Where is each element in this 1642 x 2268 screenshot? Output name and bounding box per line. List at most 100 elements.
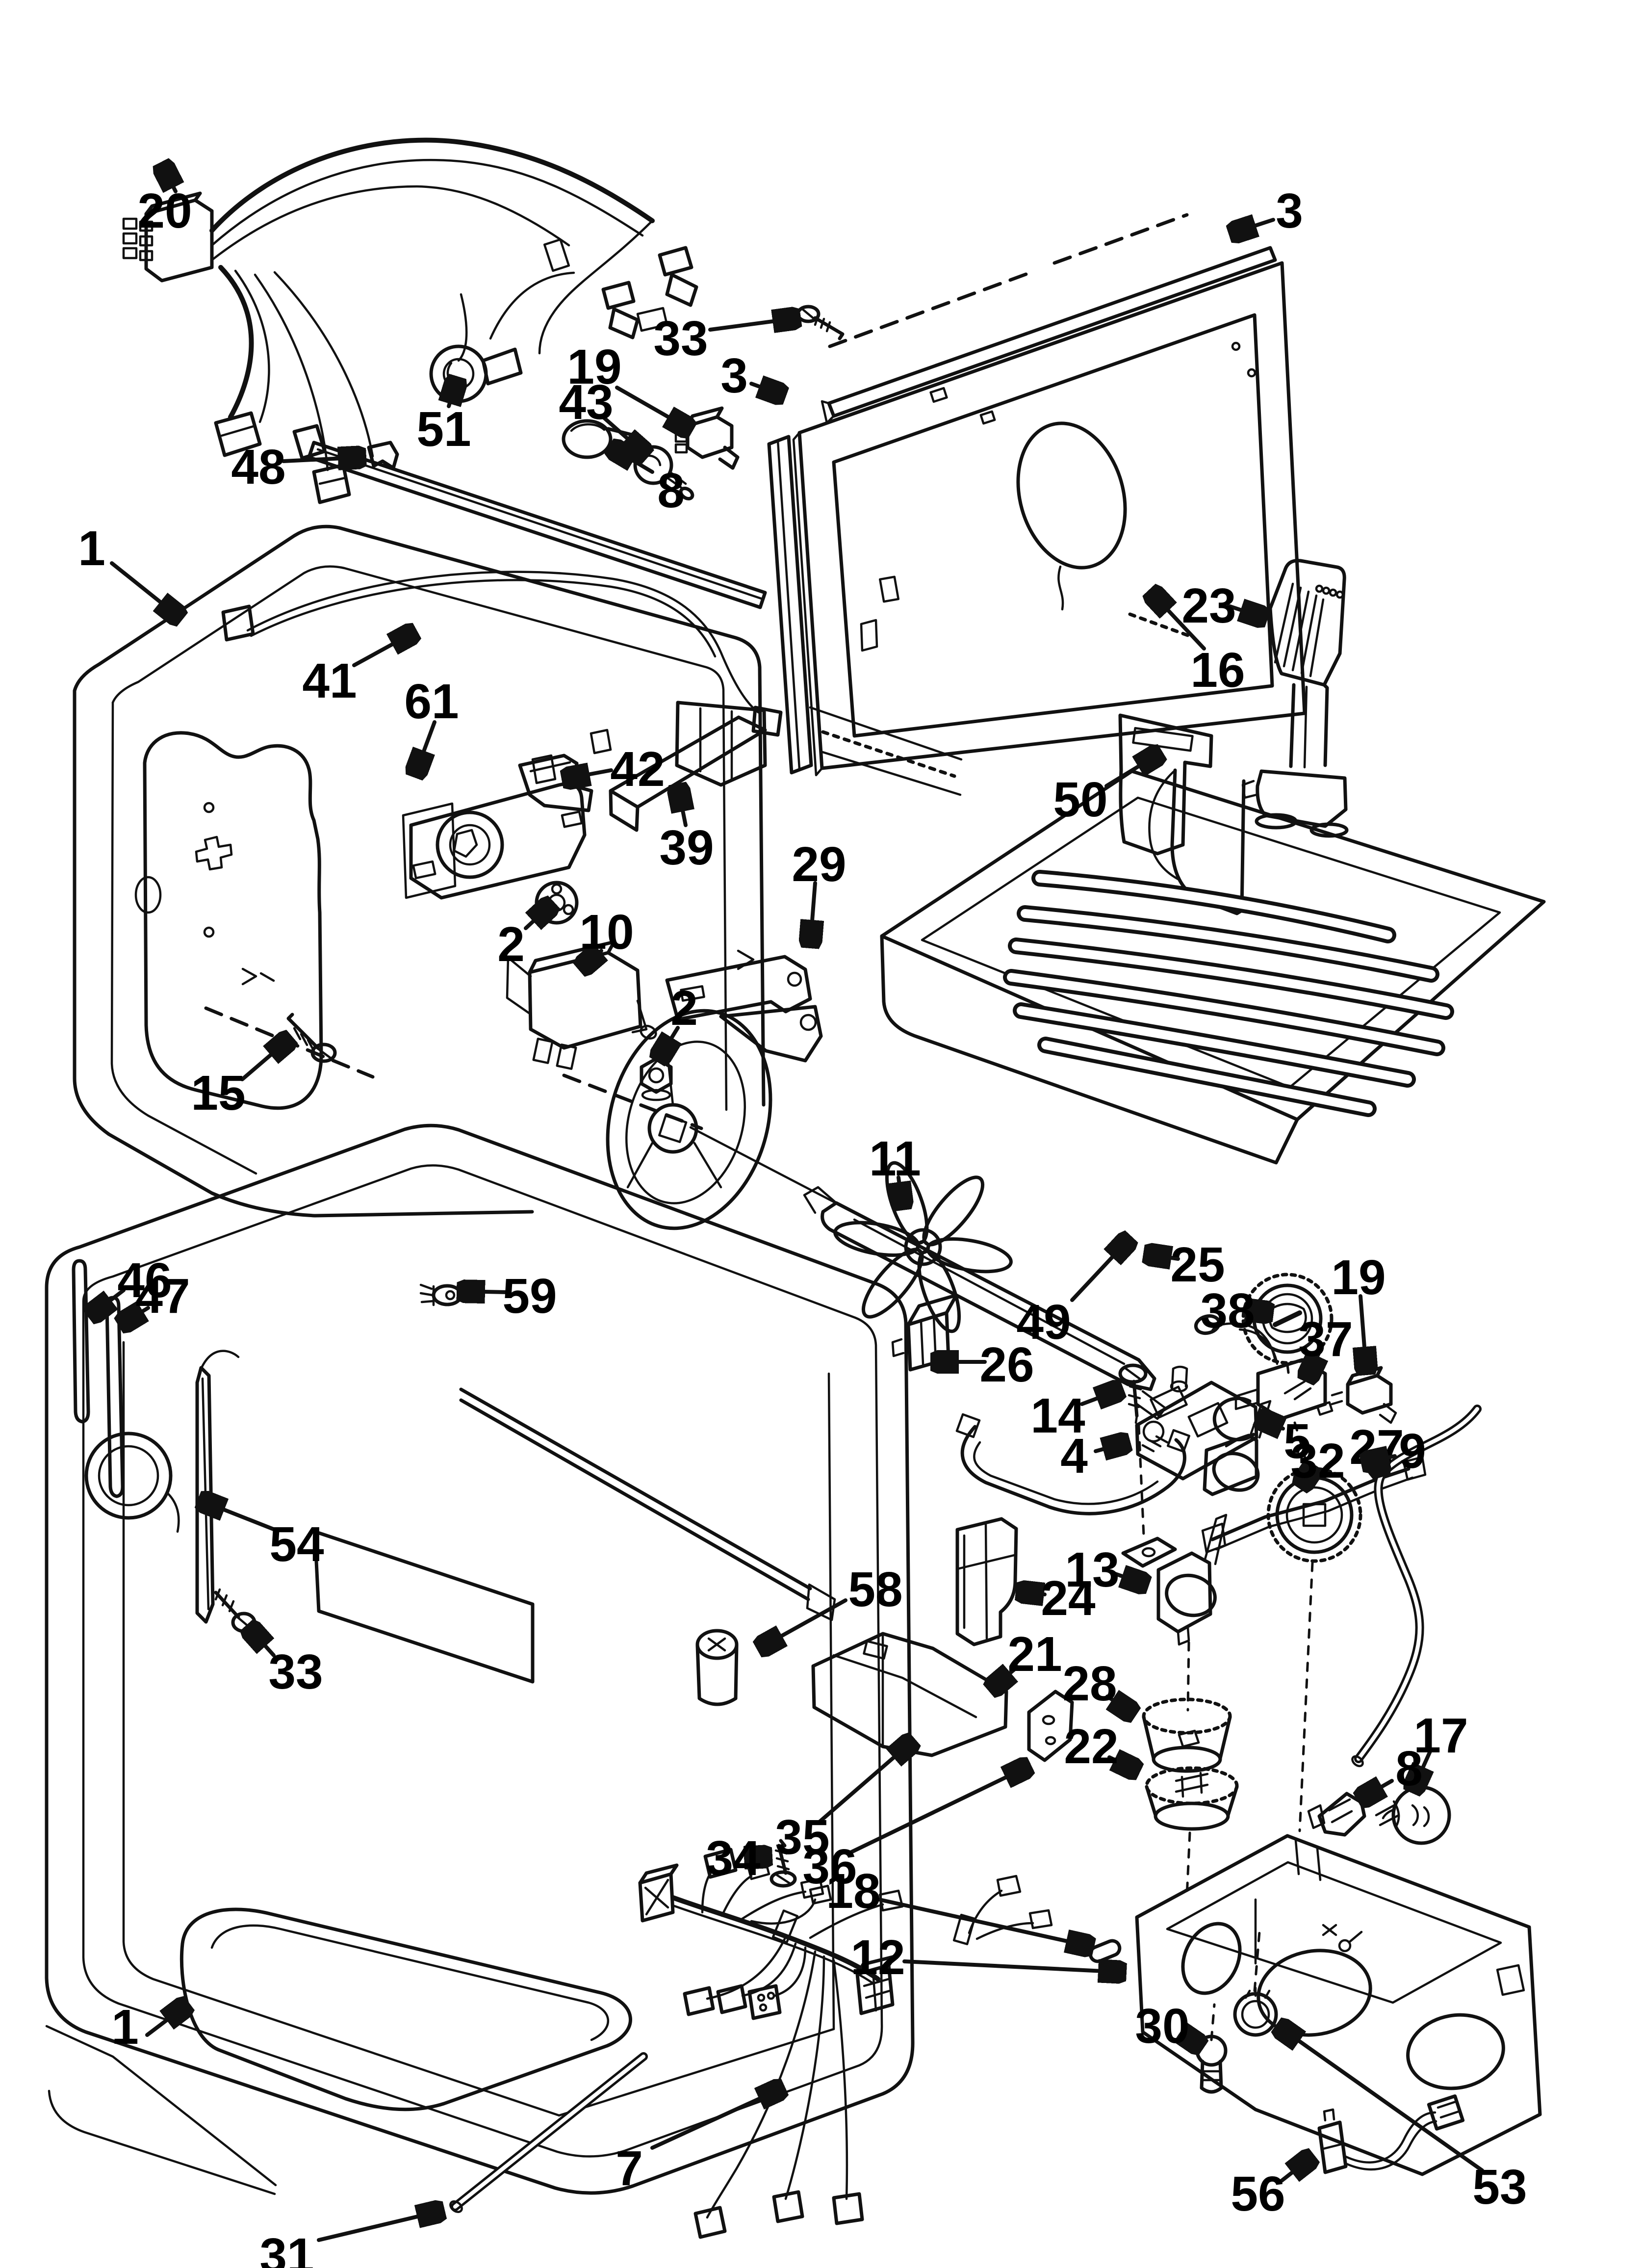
callout-arrow-35-44 bbox=[816, 1741, 913, 1825]
callout-label-32-32: 32 bbox=[1290, 1434, 1345, 1488]
callout-label-23-9: 23 bbox=[1181, 578, 1236, 633]
callout-arrow-1-53 bbox=[145, 2005, 187, 2037]
callout-arrow-33-5 bbox=[708, 318, 798, 330]
callout-arrow-21-39 bbox=[991, 1667, 1019, 1690]
callout-arrow-18-46 bbox=[873, 1897, 1092, 1947]
callout-arrow-2-18 bbox=[658, 1026, 678, 1060]
defrost-wire-and-rail bbox=[221, 571, 783, 832]
callout-arrow-2-16 bbox=[524, 904, 552, 930]
callout-label-11-22: 11 bbox=[869, 1131, 921, 1186]
lamp-socket-and-bulb bbox=[1307, 1785, 1451, 1845]
callout-arrow-15-19 bbox=[240, 1038, 290, 1081]
callout-arrow-10-17 bbox=[581, 951, 601, 968]
callout-arrow-53-50 bbox=[1278, 2026, 1484, 2172]
callout-label-39-15: 39 bbox=[659, 820, 714, 875]
callout-arrow-20-0 bbox=[162, 164, 176, 193]
callout-label-37-27: 37 bbox=[1298, 1312, 1353, 1367]
callout-arrow-59-56 bbox=[459, 1291, 509, 1292]
fresh-food-liner bbox=[45, 1123, 915, 2195]
callout-arrow-14-29 bbox=[1080, 1389, 1121, 1404]
callout-label-26-25: 26 bbox=[979, 1337, 1034, 1392]
callout-arrow-13-37 bbox=[1113, 1574, 1147, 1585]
callout-label-12-47: 12 bbox=[850, 1930, 905, 1985]
callout-arrow-11-22 bbox=[898, 1175, 902, 1208]
callout-label-22-41: 22 bbox=[1064, 1719, 1118, 1774]
callout-arrow-19-4 bbox=[615, 386, 691, 430]
callout-arrow-9-34 bbox=[1363, 1456, 1397, 1463]
callout-label-58-42: 58 bbox=[848, 1562, 902, 1617]
callout-label-59-56: 59 bbox=[502, 1269, 557, 1324]
callout-label-33-5: 33 bbox=[653, 311, 708, 366]
callout-label-61-13: 61 bbox=[404, 674, 459, 729]
callout-label-24-38: 24 bbox=[1041, 1571, 1096, 1626]
callout-arrow-33-58 bbox=[248, 1627, 276, 1657]
callout-label-38-26: 38 bbox=[1200, 1283, 1255, 1338]
callout-label-51-2: 51 bbox=[416, 402, 471, 457]
callout-label-18-46: 18 bbox=[826, 1864, 880, 1919]
callout-arrow-56-49 bbox=[1279, 2157, 1312, 2183]
callout-label-35-44: 35 bbox=[775, 1810, 829, 1865]
callout-arrow-38-26 bbox=[1247, 1310, 1271, 1313]
callout-label-1-53: 1 bbox=[111, 2000, 139, 2055]
callout-arrow-16-10 bbox=[1151, 592, 1206, 651]
callout-arrow-4-30 bbox=[1094, 1442, 1128, 1451]
callout-arrow-42-14 bbox=[564, 770, 613, 779]
callout-arrow-3-6 bbox=[749, 384, 784, 395]
drain-pan bbox=[880, 713, 1546, 1165]
callout-arrow-12-47 bbox=[902, 1961, 1124, 1972]
callout-arrow-23-9 bbox=[1227, 606, 1265, 618]
callout-label-19-4: 19 bbox=[567, 339, 621, 394]
callout-label-47-55: 47 bbox=[135, 1269, 190, 1324]
callout-label-16-10: 16 bbox=[1190, 643, 1245, 698]
callout-label-9-34: 9 bbox=[1399, 1424, 1426, 1479]
callout-label-42-14: 42 bbox=[610, 742, 665, 797]
callout-label-2-18: 2 bbox=[670, 981, 698, 1036]
callout-label-25-24: 25 bbox=[1170, 1237, 1225, 1292]
callout-label-8-7: 8 bbox=[657, 463, 685, 518]
callout-label-3-6: 3 bbox=[720, 348, 748, 403]
callout-arrow-47-55 bbox=[121, 1308, 150, 1325]
callout-label-31-52: 31 bbox=[259, 2228, 314, 2268]
drain-tube bbox=[449, 2052, 648, 2213]
callout-arrow-8-36 bbox=[1360, 1781, 1394, 1799]
callout-label-43-3: 43 bbox=[559, 375, 613, 430]
callout-label-53-50: 53 bbox=[1472, 2160, 1527, 2215]
callout-label-41-12: 41 bbox=[302, 653, 357, 708]
air-tower bbox=[1241, 559, 1349, 838]
callout-label-7-51: 7 bbox=[616, 2141, 643, 2196]
breaker-trim-strip bbox=[292, 424, 767, 609]
callout-label-54-57: 54 bbox=[269, 1517, 324, 1572]
callout-arrow-1-11 bbox=[110, 561, 180, 618]
callout-arrow-37-27 bbox=[1307, 1348, 1320, 1380]
callout-arrow-24-38 bbox=[1018, 1591, 1047, 1594]
callout-arrow-39-15 bbox=[678, 786, 686, 827]
callout-label-46-54: 46 bbox=[117, 1253, 172, 1308]
callout-arrow-7-51 bbox=[650, 2088, 783, 2150]
callout-label-30-48: 30 bbox=[1135, 1999, 1189, 2054]
callout-label-1-11: 1 bbox=[78, 521, 105, 576]
callout-arrow-32-32 bbox=[1301, 1472, 1310, 1486]
fan-assembly bbox=[606, 955, 1191, 1515]
callout-label-4-30: 4 bbox=[1060, 1429, 1088, 1484]
callout-label-15-19: 15 bbox=[191, 1066, 245, 1121]
callout-label-10-17: 10 bbox=[579, 905, 634, 960]
freezer-wire-harness bbox=[122, 137, 698, 504]
callout-arrow-5-31 bbox=[1258, 1418, 1283, 1429]
callout-label-8-36: 8 bbox=[1395, 1741, 1423, 1796]
callout-arrow-30-48 bbox=[1183, 2034, 1202, 2047]
callout-label-27-33: 27 bbox=[1349, 1420, 1404, 1475]
callout-arrow-8-7 bbox=[611, 447, 654, 474]
callout-arrow-19-28 bbox=[1360, 1294, 1366, 1373]
callout-arrow-28-40 bbox=[1105, 1696, 1134, 1714]
callout-label-17-35: 17 bbox=[1413, 1708, 1468, 1763]
callout-arrow-36-45 bbox=[847, 1766, 1029, 1855]
callout-label-34-43: 34 bbox=[706, 1831, 761, 1886]
callout-label-50-21: 50 bbox=[1053, 772, 1107, 827]
callout-arrow-49-23 bbox=[1070, 1238, 1130, 1302]
callout-arrow-34-43 bbox=[751, 1856, 770, 1857]
callout-arrow-58-42 bbox=[759, 1598, 847, 1648]
callout-arrow-48-1 bbox=[282, 457, 364, 461]
callout-label-49-23: 49 bbox=[1016, 1295, 1071, 1350]
